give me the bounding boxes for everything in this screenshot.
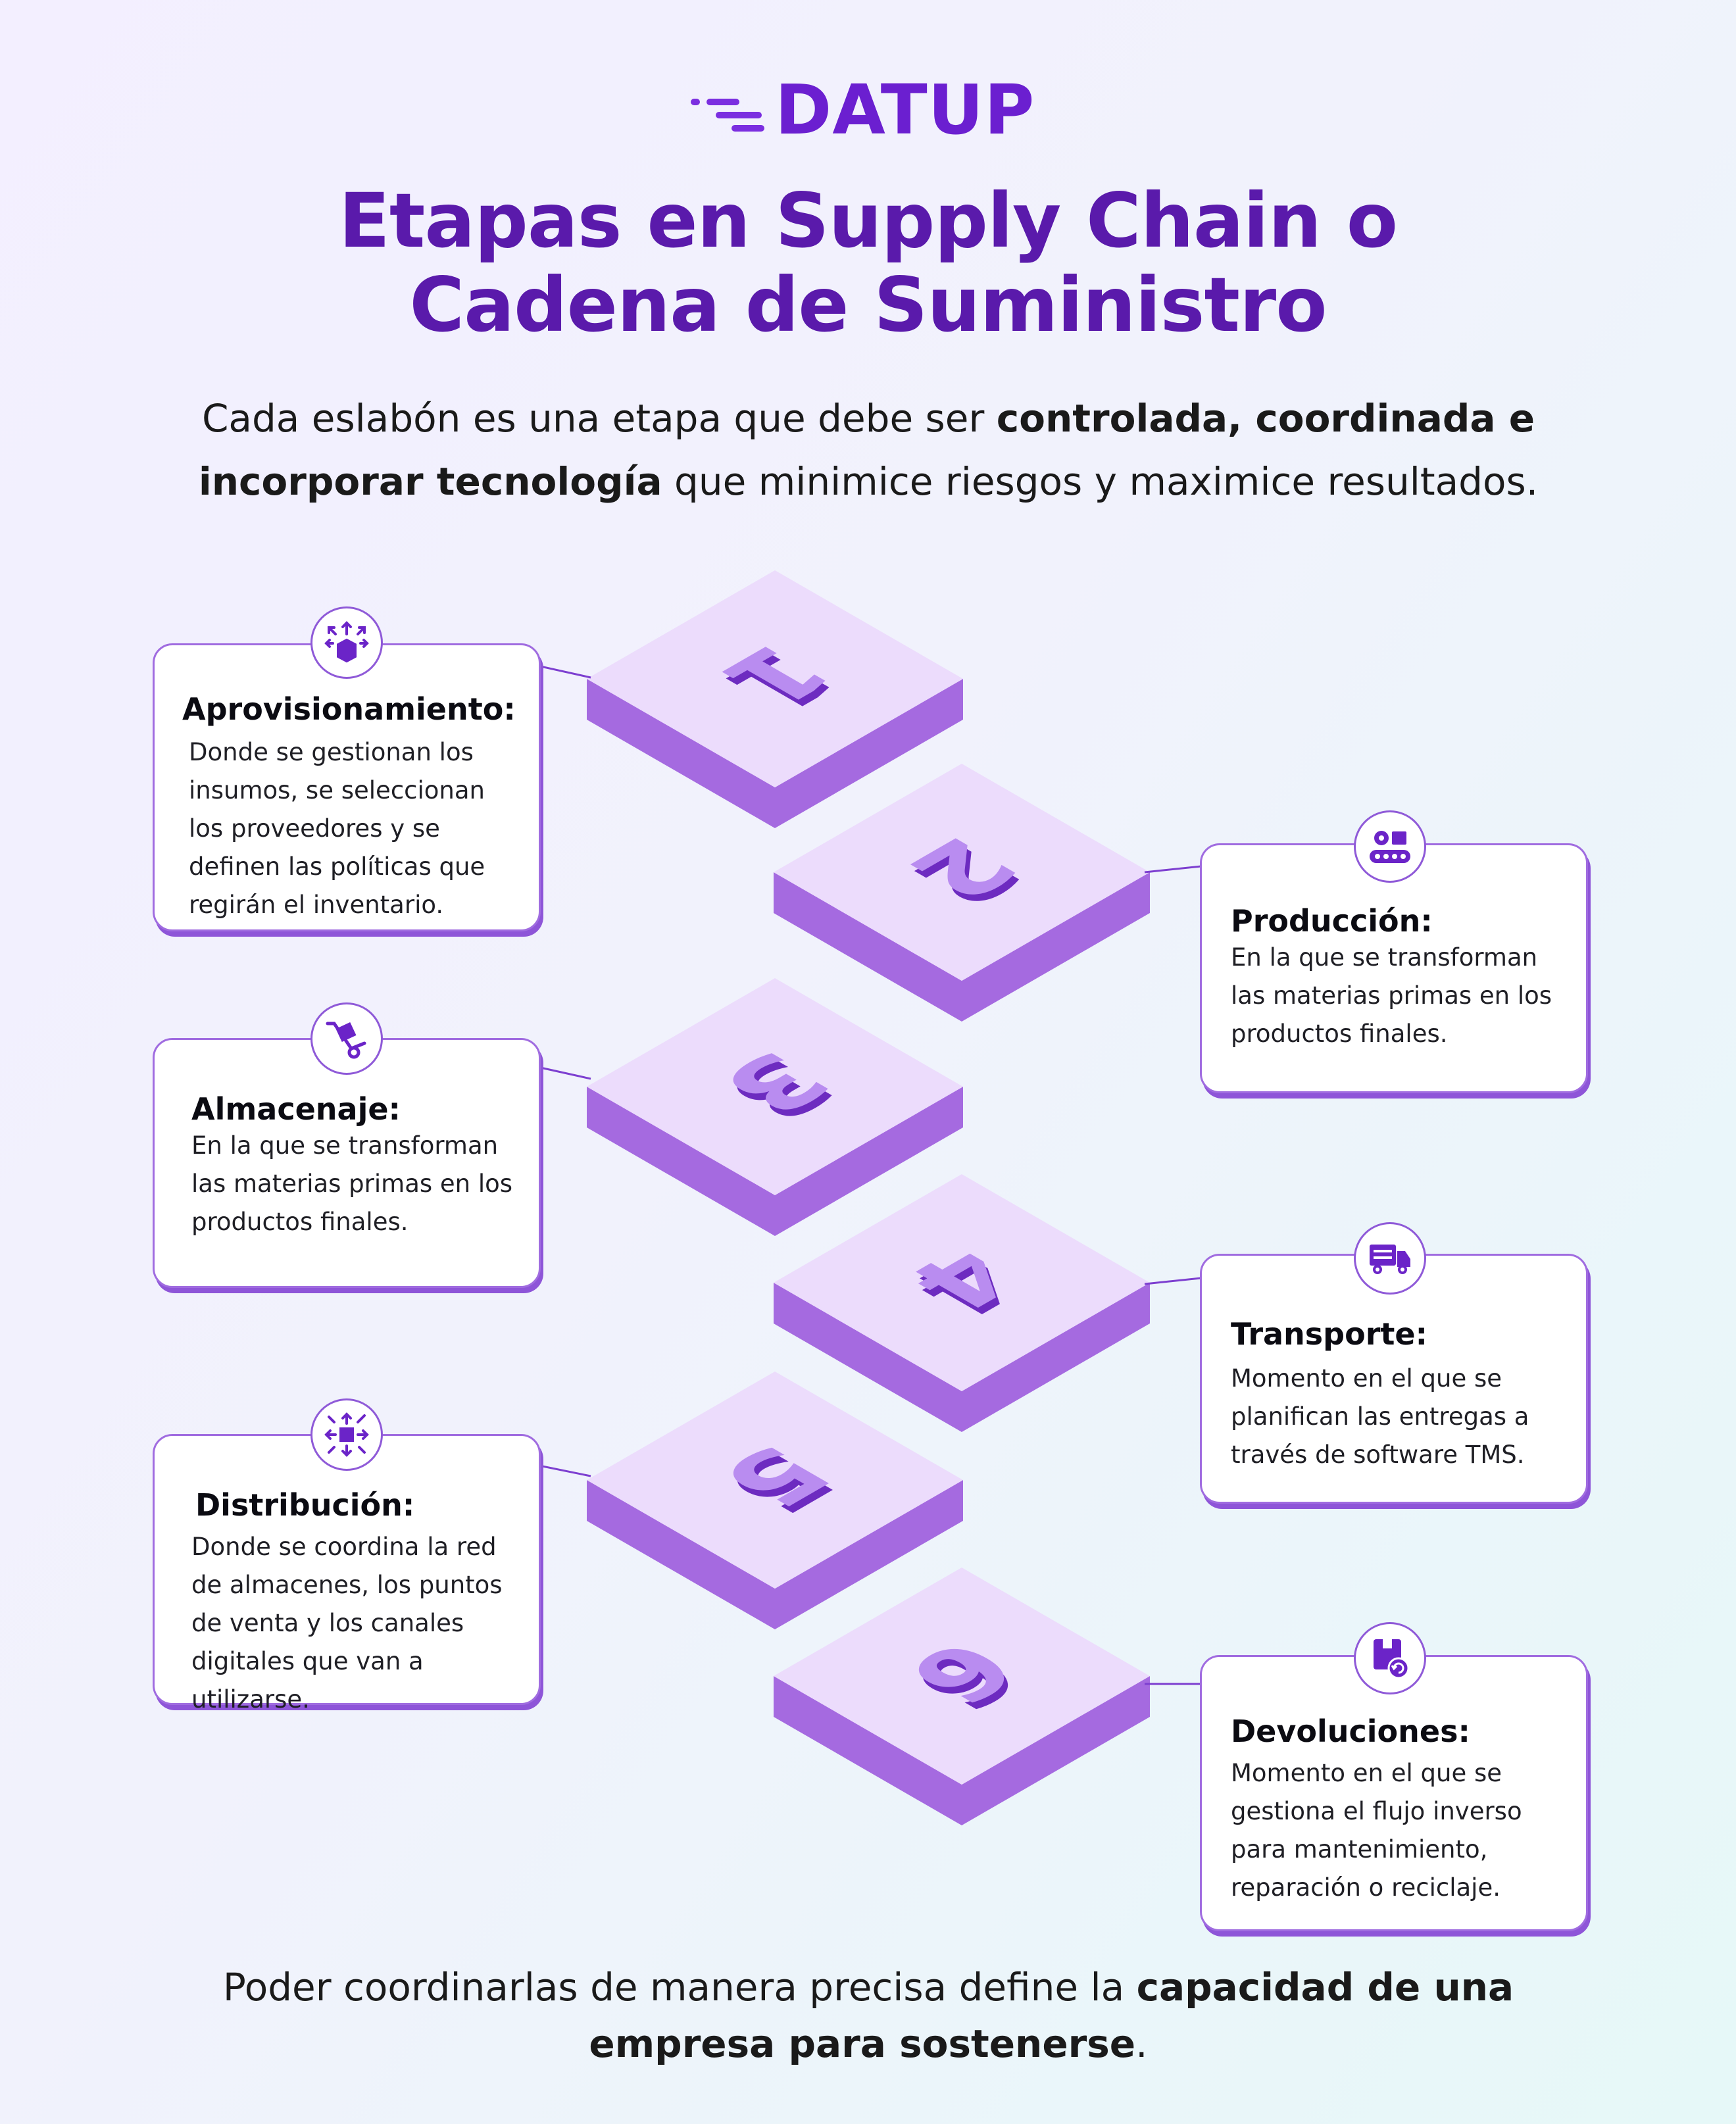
- intro-text-1: Cada eslabón es una etapa que debe ser: [201, 396, 997, 441]
- stage-tile-1: 11: [587, 570, 963, 828]
- page-title: Etapas en Supply Chain o Cadena de Sumin…: [0, 179, 1736, 347]
- intro-paragraph: Cada eslabón es una etapa que debe ser c…: [171, 387, 1566, 513]
- datup-logo: DATUP: [691, 74, 1059, 146]
- stage-card-aprovisionamiento: Aprovisionamiento: Donde se gestionan lo…: [153, 643, 541, 931]
- stage-description: Momento en el que se gestiona el flujo i…: [1231, 1759, 1522, 1902]
- stage-description: Donde se gestionan los insumos, se selec…: [189, 738, 485, 919]
- stage-title: Almacenaje:: [191, 1091, 401, 1127]
- stage-description: Donde se coordina la red de almacenes, l…: [191, 1533, 503, 1714]
- logo-speed-line: [716, 112, 762, 118]
- tile-side: [774, 1283, 1150, 1432]
- stage-card-transporte: Transporte: Momento en el que se planifi…: [1200, 1254, 1588, 1504]
- stage-description: En la que se transforman las materias pr…: [191, 1131, 513, 1236]
- stage-badge: [1354, 810, 1426, 883]
- return-box-icon: [1374, 1639, 1410, 1679]
- stage-tile-3: 33: [587, 978, 963, 1236]
- stage-card-produccion: Producción: En la que se transforman las…: [1200, 843, 1588, 1093]
- stage-badge: [1354, 1222, 1426, 1295]
- tile-side: [587, 1087, 963, 1236]
- hand-truck-icon: [326, 1022, 366, 1059]
- logo-speed-line: [691, 99, 700, 105]
- tile-top: [587, 1371, 963, 1589]
- stage-title: Producción:: [1231, 903, 1433, 939]
- stage-tile-2: 22: [774, 764, 1150, 1022]
- stage-title: Distribución:: [195, 1487, 415, 1523]
- stage-badge: [310, 1002, 383, 1075]
- tile-top: [774, 764, 1150, 981]
- stage-card-almacenaje: Almacenaje: En la que se transforman las…: [153, 1038, 541, 1288]
- tile-side: [587, 679, 963, 828]
- outro-text-2: .: [1135, 2021, 1148, 2066]
- stage-tile-5: 55: [587, 1371, 963, 1629]
- tile-side: [587, 1480, 963, 1629]
- conveyor-gear-icon: [1370, 831, 1410, 863]
- box-arrows-icon: [324, 621, 369, 663]
- stage-badge: [310, 606, 383, 679]
- stage-card-devoluciones: Devoluciones: Momento en el que se gesti…: [1200, 1655, 1588, 1931]
- tile-top: [774, 1174, 1150, 1391]
- title-line-2: Cadena de Suministro: [409, 261, 1327, 349]
- intro-bold: controlada, coordinada e incorporar tecn…: [198, 396, 1535, 504]
- stage-tile-4: 44: [774, 1174, 1150, 1432]
- tile-top: [587, 570, 963, 787]
- closing-paragraph: Poder coordinarlas de manera precisa def…: [132, 1959, 1605, 2072]
- title-line-1: Etapas en Supply Chain o: [338, 177, 1398, 264]
- stage-description: En la que se transforman las materias pr…: [1231, 943, 1552, 1048]
- logo-speed-line: [707, 99, 739, 105]
- tile-side: [774, 872, 1150, 1022]
- distribution-arrows-icon: [324, 1412, 369, 1457]
- stage-title: Transporte:: [1231, 1316, 1427, 1352]
- stage-card-distribucion: Distribución: Donde se coordina la red d…: [153, 1434, 541, 1714]
- outro-bold: capacidad de una empresa para sostenerse: [589, 1965, 1514, 2066]
- stage-description: Momento en el que se planifican las entr…: [1231, 1364, 1529, 1469]
- intro-text-2: que minimice riesgos y maximice resultad…: [662, 459, 1539, 504]
- stage-title: Devoluciones:: [1231, 1714, 1470, 1749]
- tile-top: [774, 1568, 1150, 1785]
- stage-title: Aprovisionamiento:: [182, 691, 516, 727]
- stage-badge: [310, 1398, 383, 1471]
- tile-top: [587, 978, 963, 1195]
- stage-badge: [1354, 1622, 1426, 1694]
- outro-text-1: Poder coordinarlas de manera precisa def…: [222, 1965, 1137, 2010]
- truck-icon: [1370, 1245, 1410, 1274]
- stage-tile-6: 66: [774, 1568, 1150, 1825]
- logo-speed-line: [732, 125, 764, 132]
- tile-side: [774, 1676, 1150, 1825]
- brand-name: DATUP: [775, 70, 1035, 150]
